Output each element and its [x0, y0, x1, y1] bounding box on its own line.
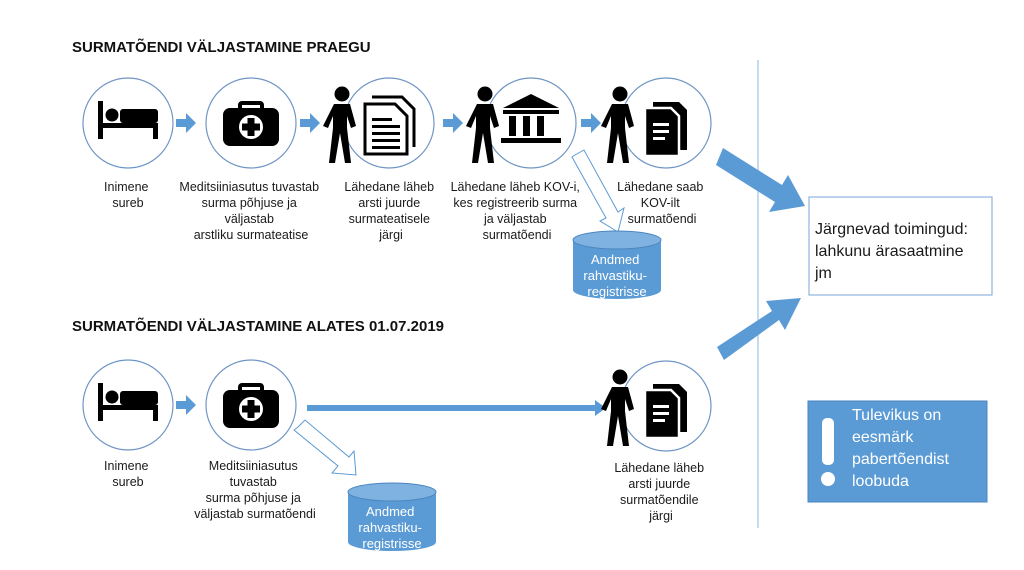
data-flow-arrow — [293, 419, 357, 476]
to-next-steps-arrow — [717, 298, 801, 360]
current-step-2-caption: Meditsiiniasutus tuvastab surma põhjuse … — [179, 180, 322, 242]
current-process-heading: SURMATÕENDI VÄLJASTAMINE PRAEGU — [72, 38, 371, 56]
current-step-5 — [601, 77, 712, 169]
database-label: Andmed rahvastiku- registrisse — [358, 504, 425, 551]
flow-arrow — [176, 113, 196, 133]
future-step-2-caption: Meditsiiniasutus tuvastab surma põhjuse … — [194, 459, 316, 521]
current-step-2 — [205, 77, 297, 169]
future-step-3 — [601, 360, 712, 452]
current-step-1-caption: Inimene sureb — [104, 180, 152, 210]
documents-icon — [643, 100, 689, 158]
current-step-4-caption: Lähedane läheb KOV-i, kes registreerib s… — [451, 180, 584, 242]
current-database: Andmed rahvastiku- registrisse — [572, 230, 662, 299]
long-flow-arrow — [307, 400, 606, 416]
current-step-3 — [323, 77, 435, 169]
current-step-4 — [466, 77, 577, 169]
future-step-1-caption: Inimene sureb — [104, 459, 152, 489]
step-circle — [485, 77, 577, 169]
flow-arrow — [581, 113, 601, 133]
flow-arrow — [443, 113, 463, 133]
future-database: Andmed rahvastiku- registrisse — [347, 482, 437, 551]
current-step-1 — [82, 77, 174, 169]
future-process-heading: SURMATÕENDI VÄLJASTAMINE ALATES 01.07.20… — [72, 317, 444, 335]
future-step-1 — [82, 359, 174, 451]
future-step-3-caption: Lähedane läheb arsti juurde surmatõendil… — [614, 461, 707, 523]
current-step-5-caption: Lähedane saab KOV-ilt surmatõendi — [617, 180, 707, 226]
next-steps-text: Järgnevad toimingud: lahkunu ärasaatmine… — [814, 221, 972, 282]
next-steps-box: Järgnevad toimingud: lahkunu ärasaatmine… — [808, 196, 993, 296]
flow-arrow — [176, 395, 196, 415]
current-step-3-caption: Lähedane läheb arsti juurde surmateatise… — [344, 180, 437, 242]
exclamation-icon — [821, 418, 835, 486]
flow-arrow — [300, 113, 320, 133]
future-goal-note: Tulevikus on eesmärk pabertõendist loobu… — [807, 400, 988, 503]
documents-icon — [643, 382, 689, 440]
database-label: Andmed rahvastiku- registrisse — [583, 252, 650, 299]
to-next-steps-arrow — [716, 148, 805, 212]
future-step-2 — [205, 359, 297, 451]
note-text: Tulevikus on eesmärk pabertõendist loobu… — [852, 407, 953, 490]
